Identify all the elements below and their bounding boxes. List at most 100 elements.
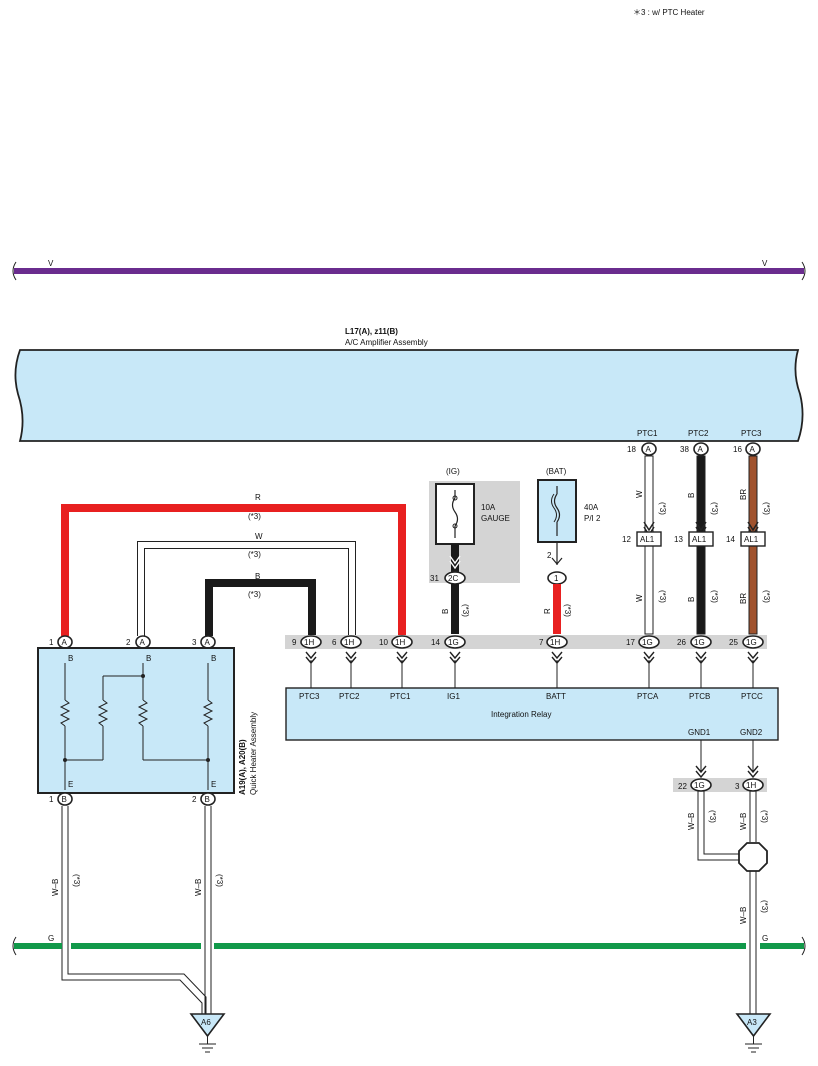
relay-conn-1h-d: 1H: [550, 638, 560, 647]
wire-note-1b: (*3): [658, 590, 667, 603]
heater-gnd-wire-label-2: W–B: [194, 879, 203, 896]
relay-conn-1g-d: 1G: [746, 638, 757, 647]
amp-conn-a-3: A: [750, 445, 756, 454]
integration-relay: PTC3 PTC2 PTC1 IG1 BATT PTCA PTCB PTCC I…: [285, 687, 779, 741]
jpin-13: 13: [674, 535, 683, 544]
bottom-bus-label-right: G: [762, 934, 768, 943]
heater-wire-w-label: W: [255, 532, 263, 541]
heater-code: A19(A), A20(B): [238, 739, 247, 795]
top-bus: V V: [12, 259, 806, 281]
gnd-wire-label-1: W–B: [687, 813, 696, 830]
relay-conn-1g-gnd: 1G: [694, 781, 705, 790]
heater-wire-r-label: R: [255, 493, 261, 502]
amp-pin-name-ptc2: PTC2: [688, 429, 709, 438]
heater-wire-w-note: (*3): [248, 550, 261, 559]
heater-top-conn-2: A: [140, 638, 146, 647]
relay-conn-1h-c: 1H: [395, 638, 405, 647]
amp-ptc-columns: PTC1 PTC2 PTC3 18 38 16 A A A W (*3) B (…: [622, 429, 771, 635]
fuse-bat-name: P/I 2: [584, 514, 601, 523]
heater-bottom-conn-1: B: [62, 795, 67, 804]
gnd-wire-note-2: (*3): [760, 810, 769, 823]
ground-a6: A6: [189, 1013, 226, 1053]
gnd-wire-label-2: W–B: [739, 813, 748, 830]
jconn-al1-2: AL1: [692, 535, 707, 544]
relay-pin-3: 3: [735, 782, 740, 791]
amplifier-code: L17(A), z11(B): [345, 327, 398, 336]
gnd-wire-label-3: W–B: [739, 907, 748, 924]
wire-note-2b: (*3): [710, 590, 719, 603]
relay-pin-6: 6: [332, 638, 337, 647]
amp-pin-num-38: 38: [680, 445, 689, 454]
heater-bottom-conn-2: B: [205, 795, 210, 804]
wire-label-b-2: B: [687, 493, 696, 498]
fuse-ig-name: GAUGE: [481, 514, 510, 523]
gnd-wire-note-1: (*3): [708, 810, 717, 823]
wire-note-3b: (*3): [762, 590, 771, 603]
relay-name: Integration Relay: [491, 710, 551, 719]
relay-connector-strip: 9 1H 6 1H 10 1H 14 1G 7 1H 17 1G 26 1G 2…: [285, 635, 767, 688]
heater-bottom-pin-2: 2: [192, 795, 197, 804]
relay-pin-label-gnd1: GND1: [688, 728, 711, 737]
wire-label-w-1b: W: [635, 594, 644, 602]
relay-pin-label-ptcc: PTCC: [741, 692, 763, 701]
relay-pin-26: 26: [677, 638, 686, 647]
relay-ground-wiring: 22 1G 3 1H W–B (*3) W–B (*3) W–B (*3): [673, 740, 769, 1015]
wire-label-bat-r: R: [543, 608, 552, 614]
relay-pin-14: 14: [431, 638, 440, 647]
wire-note-bat: (*3): [563, 604, 572, 617]
amp-pin-num-16: 16: [733, 445, 742, 454]
heater-wires: R (*3) W (*3) B (*3): [61, 493, 406, 636]
wire-label-ig-b: B: [441, 609, 450, 614]
wire-note-3: (*3): [762, 502, 771, 515]
fuse-gauge: (IG) 10A GAUGE 31 2C B (*3): [429, 467, 520, 634]
relay-conn-1h-b: 1H: [344, 638, 354, 647]
fuse-bat-pin: 2: [547, 551, 552, 560]
heater-bottom-pin-1: 1: [49, 795, 54, 804]
gnd-wire-note-3: (*3): [760, 900, 769, 913]
fuse-pi2: (BAT) 40A P/I 2 2 1 R (*3): [537, 467, 601, 634]
relay-pin-label-ptc2: PTC2: [339, 692, 360, 701]
jpin-14: 14: [726, 535, 735, 544]
relay-pin-label-ptc3: PTC3: [299, 692, 320, 701]
fuse-ig-rating: 10A: [481, 503, 496, 512]
relay-pin-17: 17: [626, 638, 635, 647]
ground-a3: A3: [735, 1013, 772, 1053]
ground-a6-label: A6: [201, 1018, 211, 1027]
fuse-bat-rating: 40A: [584, 503, 599, 512]
relay-pin-7: 7: [539, 638, 544, 647]
heater-wire-b-label: B: [255, 572, 260, 581]
heater-inner-e-1: E: [68, 780, 73, 789]
relay-pin-22: 22: [678, 782, 687, 791]
top-bus-label-left: V: [48, 259, 54, 268]
ac-amplifier-assembly: L17(A), z11(B) A/C Amplifier Assembly: [14, 327, 804, 442]
relay-conn-1h-a: 1H: [304, 638, 314, 647]
bottom-bus-label-left: G: [48, 934, 54, 943]
relay-pin-label-ptcb: PTCB: [689, 692, 710, 701]
relay-pin-label-gnd2: GND2: [740, 728, 763, 737]
wire-label-br-3b: BR: [739, 593, 748, 604]
wire-label-w-1: W: [635, 490, 644, 498]
amplifier-name: A/C Amplifier Assembly: [345, 338, 428, 347]
heater-top-pin-1: 1: [49, 638, 54, 647]
relay-conn-1g-c: 1G: [694, 638, 705, 647]
ptc-heater-note: ＊3 : w/ PTC Heater: [633, 8, 705, 17]
jconn-al1-3: AL1: [744, 535, 759, 544]
heater-top-pin-2: 2: [126, 638, 131, 647]
heater-inner-b-2: B: [146, 654, 151, 663]
heater-gnd-wire-label-1: W–B: [51, 879, 60, 896]
heater-inner-e-2: E: [211, 780, 216, 789]
amp-pin-name-ptc3: PTC3: [741, 429, 762, 438]
wire-note-1: (*3): [658, 502, 667, 515]
jpin-12: 12: [622, 535, 631, 544]
heater-wire-r-note: (*3): [248, 512, 261, 521]
relay-pin-25: 25: [729, 638, 738, 647]
heater-top-conn-3: A: [205, 638, 211, 647]
wire-note-ig: (*3): [461, 604, 470, 617]
fuse-bat-conn: 1: [554, 574, 559, 583]
amp-pin-name-ptc1: PTC1: [637, 429, 658, 438]
relay-pin-9: 9: [292, 638, 297, 647]
relay-pin-label-batt: BATT: [546, 692, 566, 701]
relay-conn-1g-a: 1G: [448, 638, 459, 647]
relay-pin-label-ptc1: PTC1: [390, 692, 411, 701]
